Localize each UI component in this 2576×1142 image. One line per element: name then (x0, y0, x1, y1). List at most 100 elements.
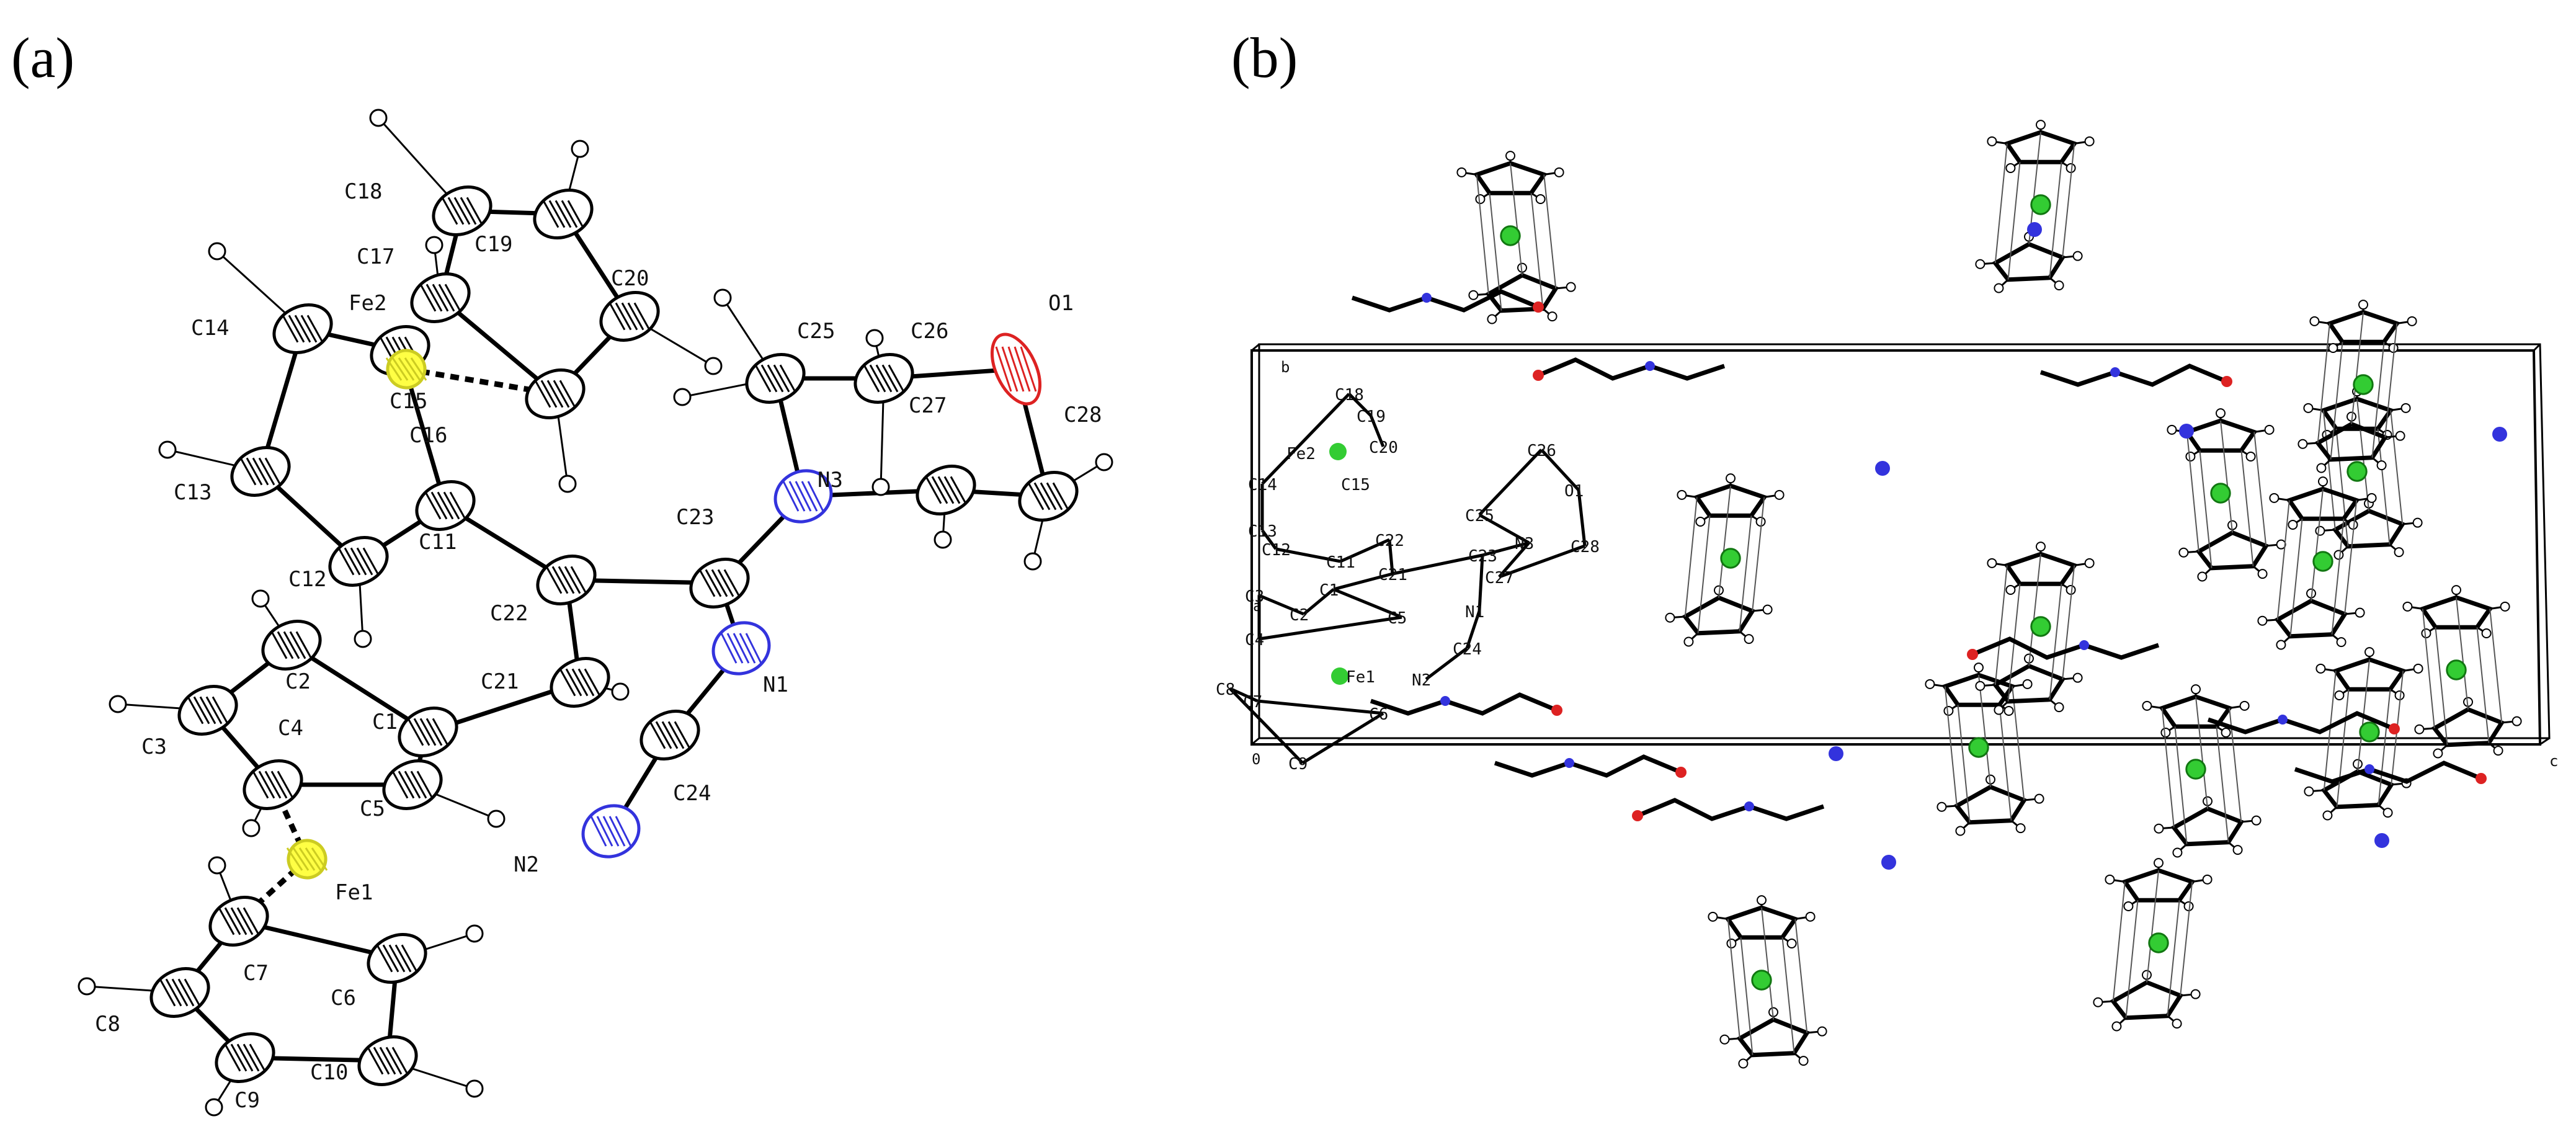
hydrogen-atom (465, 924, 484, 943)
hydrogen-atom (1535, 194, 1546, 204)
unit-cell-back (1258, 343, 2551, 739)
hatch-line (264, 457, 282, 486)
ref-bond (1392, 553, 1483, 576)
hatch-line (602, 816, 620, 847)
hydrogen-atom (109, 695, 127, 713)
hydrogen-atom (208, 242, 226, 261)
hatch-line (337, 547, 355, 576)
chain-bonds (1494, 754, 1682, 778)
hydrogen-atom (2216, 408, 2226, 419)
hatch-line (236, 1043, 254, 1072)
hatch-line (193, 696, 210, 725)
atom-C11 (415, 480, 476, 531)
atom-label-C3: C3 (141, 734, 167, 759)
hydrogen-atom (2160, 727, 2171, 738)
unit-cell-edge (2539, 737, 2550, 746)
ref-bond (1478, 513, 1530, 545)
hatch-line (270, 631, 288, 659)
hydrogen-atom (2232, 845, 2243, 855)
ferrocene-molecule (2257, 476, 2377, 650)
hydrogen-atom (2336, 637, 2346, 648)
fe-cp-bond (2384, 323, 2398, 438)
nitrogen-atom (1881, 855, 1896, 870)
hatch-line (584, 668, 601, 697)
ref-bond (1275, 547, 1341, 563)
hatch-line (306, 314, 324, 343)
ref-bond (1259, 594, 1304, 616)
packing-label-N1: N1 (1465, 603, 1484, 622)
hatch-line (723, 569, 741, 597)
hydrogen-atom (2111, 1021, 2122, 1032)
hydrogen-atom (354, 630, 372, 648)
hatch-line (246, 457, 263, 486)
hatch-line (236, 907, 254, 935)
oxygen-atom (1533, 301, 1544, 313)
hydrogen-atom (934, 530, 952, 549)
hatch-line (305, 847, 322, 871)
hydrogen-atom (2481, 628, 2492, 638)
hatch-line (717, 569, 734, 597)
side-chain (1533, 357, 1726, 381)
hatch-line (739, 633, 756, 664)
atom-label-C17: C17 (357, 244, 394, 269)
atom-label-C8: C8 (95, 1012, 120, 1037)
cp-ring (2332, 657, 2407, 692)
hatch-line (698, 569, 716, 597)
packing-label-C12: C12 (1262, 541, 1291, 560)
hatch-line (298, 847, 316, 871)
ref-bond (1388, 539, 1394, 574)
ferrocene-molecule (2297, 300, 2417, 473)
hatch-line (733, 633, 750, 664)
hydrogen-atom (1554, 167, 1564, 177)
atom-C2 (261, 620, 322, 671)
side-chain (2039, 364, 2232, 387)
hatch-line (875, 364, 893, 393)
atom-label-N2: N2 (514, 852, 539, 877)
hatch-line (413, 718, 430, 746)
hatch-line (661, 721, 679, 749)
cp-ring (1992, 663, 2066, 704)
atom-label-C21: C21 (481, 669, 519, 694)
ref-bond (1540, 448, 1580, 491)
iron-atom (2030, 616, 2051, 637)
hatch-line (438, 283, 455, 312)
hatch-line (551, 566, 569, 594)
oxygen-atom (1632, 810, 1643, 821)
packing-label-C9: C9 (1288, 755, 1308, 774)
fe-cp-bond (2161, 708, 2175, 828)
hydrogen-atom (558, 475, 577, 493)
fe-cp-bond (2220, 421, 2233, 533)
hydrogen-atom (2400, 403, 2411, 413)
hydrogen-atom (2382, 808, 2393, 818)
hatch-line (376, 944, 393, 973)
hatch-line (401, 944, 418, 973)
atom-C20 (599, 291, 660, 342)
hatch-line (426, 718, 443, 746)
chain-bonds (1537, 357, 1726, 381)
hatch-line (230, 1043, 247, 1072)
atom-label-C12: C12 (288, 567, 326, 592)
hatch-line (444, 283, 461, 312)
atom-C24 (640, 710, 700, 761)
hatch-line (801, 481, 818, 512)
hydrogen-atom (2493, 746, 2503, 756)
hatch-line (419, 283, 437, 312)
hatch-line (674, 721, 691, 749)
atom-label-C18: C18 (344, 179, 382, 204)
packing-label-Fe1: Fe1 (1346, 668, 1375, 687)
packing-label-N2: N2 (1412, 671, 1431, 690)
hatch-line (373, 1046, 390, 1075)
hydrogen-atom (2172, 847, 2183, 858)
hatch-line (177, 978, 195, 1007)
hydrogen-atom (2433, 748, 2443, 759)
axis-c-label: c (2549, 752, 2558, 770)
cp-ring (1724, 905, 1799, 940)
fe-cp-bond (1752, 497, 1765, 612)
hatch-line (205, 696, 223, 725)
ref-bond (1425, 647, 1468, 680)
fe-cp-bond (2186, 432, 2199, 552)
ref-bond (1303, 588, 1335, 615)
iron-atom (1331, 667, 1348, 685)
atom-label-C14: C14 (191, 316, 229, 341)
side-chain (2207, 711, 2400, 734)
